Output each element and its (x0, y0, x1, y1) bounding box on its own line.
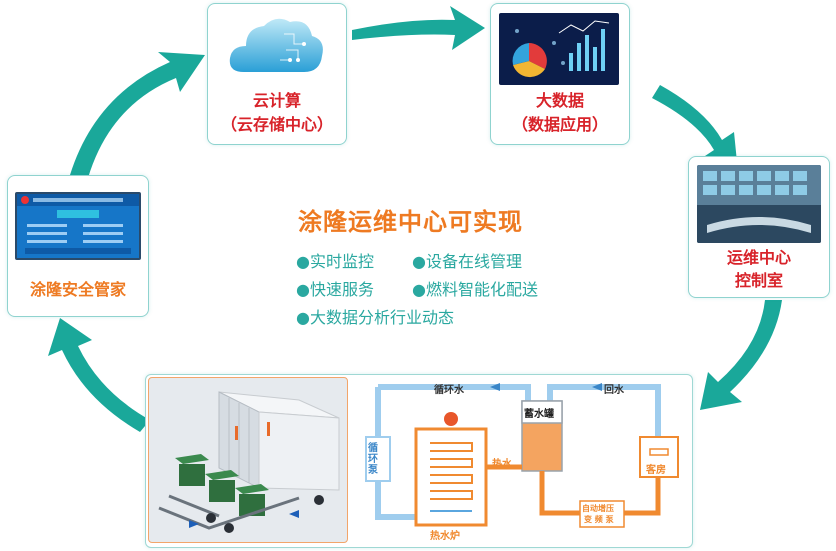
hot-water-flow-diagram (365, 383, 679, 528)
arrow-security-to-cloud (70, 52, 205, 178)
control-room-image (697, 165, 821, 243)
label-boiler: 热水炉 (430, 531, 460, 542)
cloud-label-line1: 云计算 (252, 91, 301, 110)
label-return-water: 回水 (604, 385, 624, 396)
bullet-3: ●快速服务 (296, 280, 374, 299)
card-control: 运维中心 控制室 (688, 156, 830, 298)
bullet-4: ●燃料智能化配送 (412, 280, 538, 299)
security-label: 涂隆安全管家 (29, 280, 126, 299)
label-hot-water: 热水 (492, 459, 512, 470)
arrow-cloud-to-bigdata (352, 6, 485, 50)
card-security: 涂隆安全管家 (7, 175, 149, 317)
card-cloud: 云计算 （云存储中心） (207, 3, 347, 145)
bigdata-label-line1: 大数据 (535, 91, 584, 110)
label-guest-room: 客房 (646, 465, 666, 476)
bullet-1: ●实时监控 (296, 252, 374, 271)
system-panel: 循环水 回水 蓄水罐 热水 热水炉 循环泵 客房 自动增压 变 频 泵 (145, 374, 693, 548)
label-pressure-pump-2: 变 频 泵 (584, 515, 614, 524)
cloud-icon (224, 10, 328, 84)
arrow-control-to-flow (700, 300, 782, 410)
center-title: 涂隆运维中心可实现 (298, 208, 523, 236)
control-label-line2: 控制室 (734, 271, 783, 290)
bullet-5: ●大数据分析行业动态 (296, 308, 454, 327)
equipment-3d-image (148, 377, 348, 543)
bullet-2: ●设备在线管理 (412, 252, 522, 271)
bigdata-chart-image (499, 13, 619, 85)
label-circulating-water: 循环水 (434, 385, 464, 396)
label-storage-tank: 蓄水罐 (524, 409, 554, 420)
label-pressure-pump-1: 自动增压 (582, 504, 614, 513)
security-screen-image (15, 192, 141, 260)
label-circ-pump: 循环泵 (368, 443, 378, 476)
card-bigdata: 大数据 （数据应用） (490, 3, 630, 145)
control-label-line1: 运维中心 (726, 248, 791, 267)
arrow-bigdata-to-control (652, 85, 738, 172)
bigdata-label-line2: （数据应用） (511, 115, 608, 134)
cloud-label-line2: （云存储中心） (220, 115, 333, 134)
arrow-flow-to-security (48, 318, 150, 432)
